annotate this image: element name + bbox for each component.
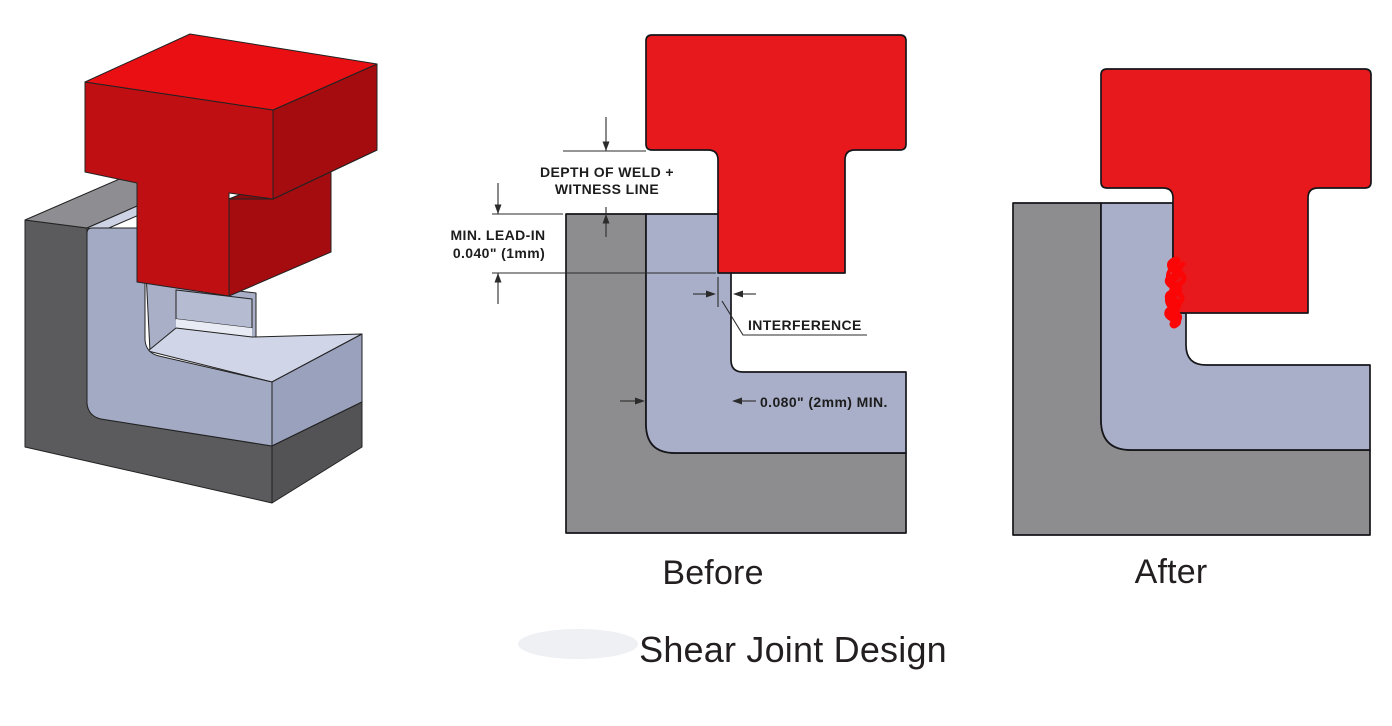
scan-smudge-artifact — [518, 629, 638, 659]
before-caption: Before — [662, 554, 763, 592]
arrowhead-down-icon — [494, 204, 502, 214]
section-cut-face — [86, 227, 273, 447]
weld-bead-stroke — [1165, 268, 1174, 319]
arrowhead-up-icon — [494, 273, 502, 283]
red-part-cross-section-after — [1100, 68, 1372, 314]
arrowhead-right-icon — [635, 397, 645, 405]
weld-bead-stroke — [1173, 261, 1187, 326]
lead-in-label-line2: 0.040" (1mm) — [453, 245, 545, 261]
arrowhead-down-icon — [602, 141, 610, 151]
lead-in-label-line1: MIN. LEAD-IN — [450, 227, 545, 243]
after-diagram: After — [1012, 68, 1372, 591]
dimension-annotations: DEPTH OF WELD + WITNESS LINE MIN. LEAD-I… — [450, 117, 887, 410]
iso-view — [24, 33, 378, 504]
depth-of-weld-label-line2: WITNESS LINE — [555, 181, 659, 197]
red-part-cross-section-before — [645, 34, 907, 274]
arrowhead-right-icon — [706, 290, 716, 298]
boss-right-face — [271, 401, 363, 504]
weld-bead-scribble — [1164, 256, 1187, 329]
figure-title: Shear Joint Design — [639, 629, 947, 670]
lining-cross-section-before — [645, 213, 907, 454]
before-diagram: DEPTH OF WELD + WITNESS LINE MIN. LEAD-I… — [450, 34, 907, 592]
red-top-face — [84, 33, 378, 111]
arrowhead-up-icon — [602, 214, 610, 224]
after-caption: After — [1135, 553, 1208, 591]
interference-label: INTERFERENCE — [748, 317, 862, 333]
depth-of-weld-label-line1: DEPTH OF WELD + — [540, 164, 674, 180]
wall-thickness-label: 0.080" (2mm) MIN. — [760, 394, 888, 410]
leader-line — [721, 300, 867, 336]
pocket-fillet-highlight — [176, 319, 252, 337]
arrowhead-left-icon — [732, 397, 742, 405]
arrowhead-left-icon — [733, 290, 743, 298]
